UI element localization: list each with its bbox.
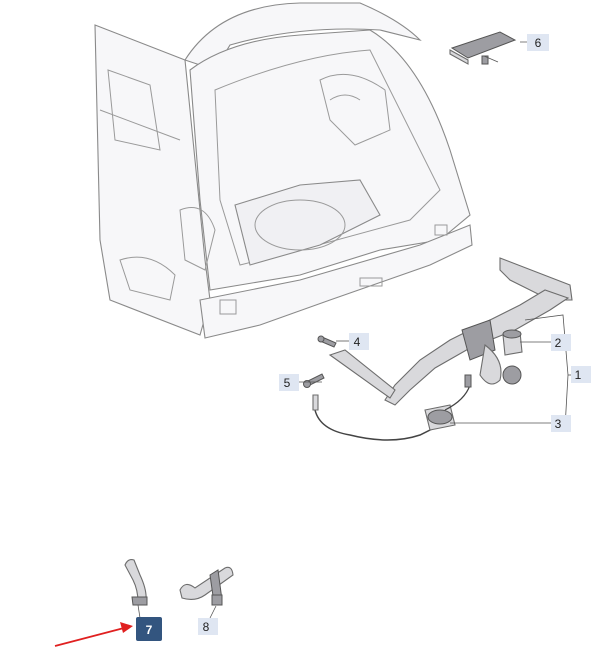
- callout-2: 2: [551, 334, 571, 351]
- callout-label-6: 6: [535, 36, 542, 50]
- callout-label-7: 7: [146, 623, 153, 637]
- part-1-towbar: [328, 257, 573, 406]
- callout-6: 6: [527, 34, 549, 51]
- callout-8: 8: [198, 618, 218, 635]
- red-arrow-icon: [54, 622, 133, 647]
- callout-1: 1: [571, 366, 591, 383]
- car-rear-body: [94, 2, 473, 339]
- callout-label-3: 3: [555, 417, 562, 431]
- callout-label-1: 1: [575, 368, 582, 382]
- part-8-clamp: [179, 566, 234, 606]
- callout-label-2: 2: [555, 336, 562, 350]
- callout-5: 5: [279, 374, 299, 391]
- part-5-bolt: [303, 373, 325, 388]
- part-3-wiring: [312, 374, 472, 441]
- callout-3: 3: [551, 415, 571, 432]
- part-7-bracket: [124, 559, 148, 606]
- part-4-bolt: [317, 335, 337, 348]
- callout-7: 7: [136, 617, 162, 641]
- callout-4: 4: [349, 333, 369, 350]
- callout-label-8: 8: [203, 620, 210, 634]
- part-6-cover: [449, 31, 517, 65]
- callout-label-5: 5: [284, 376, 291, 390]
- callout-label-4: 4: [354, 335, 361, 349]
